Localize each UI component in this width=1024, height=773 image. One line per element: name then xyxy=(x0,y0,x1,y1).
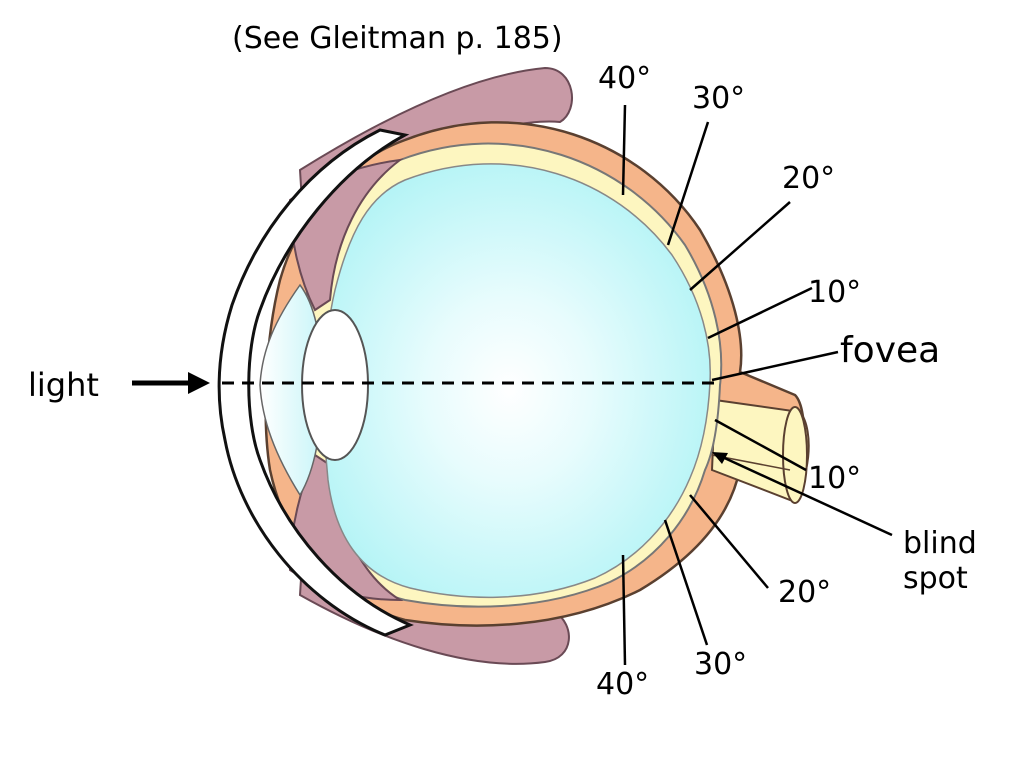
label-down-40: 40° xyxy=(596,667,649,702)
leader-down-30 xyxy=(663,519,709,646)
leader-up-20 xyxy=(689,201,791,291)
label-down-30: 30° xyxy=(694,647,747,682)
page-title: (See Gleitman p. 185) xyxy=(232,21,563,56)
label-up-10: 10° xyxy=(808,275,861,310)
label-light: light xyxy=(28,366,99,404)
label-fovea: fovea xyxy=(840,330,940,371)
optic-nerve-end xyxy=(782,406,808,504)
label-blind: blind xyxy=(903,526,977,561)
cornea xyxy=(217,128,414,637)
blind-spot-arrowhead xyxy=(712,452,728,464)
leader-up-30 xyxy=(666,121,710,246)
light-arrow xyxy=(132,372,210,394)
leader-down-40 xyxy=(621,554,627,666)
leader-fovea xyxy=(711,350,839,382)
label-spot: spot xyxy=(903,561,968,596)
leader-down-10 xyxy=(714,418,807,472)
leader-blind-spot xyxy=(717,453,893,537)
leader-down-20 xyxy=(689,494,769,589)
label-down-10: 10° xyxy=(808,461,861,496)
lens xyxy=(301,309,369,461)
leader-up-10 xyxy=(707,286,813,340)
label-up-30: 30° xyxy=(692,81,745,116)
leader-lines xyxy=(621,104,893,666)
label-up-40: 40° xyxy=(598,61,651,96)
label-down-20: 20° xyxy=(778,575,831,610)
label-up-20: 20° xyxy=(782,161,835,196)
leader-up-40 xyxy=(621,104,627,196)
